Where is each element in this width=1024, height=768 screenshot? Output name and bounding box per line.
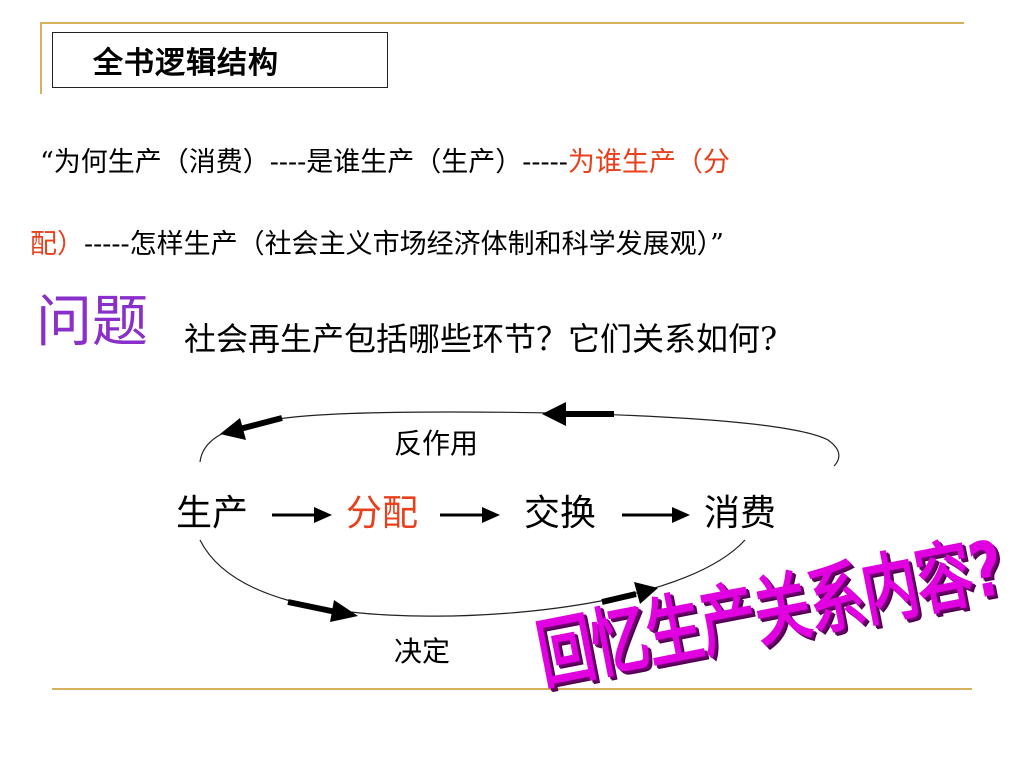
upper-label-feedback: 反作用 (394, 427, 479, 460)
quote-line-1-black: “为何生产（消费）----是谁生产（生产）----- (40, 147, 568, 178)
slide-title-text: 全书逻辑结构 (93, 46, 279, 81)
node-consumption: 消费 (704, 493, 777, 534)
quote-line-1-red: 为谁生产（分 (567, 147, 730, 178)
node-distribution: 分配 (346, 493, 419, 534)
lower-determining-curve (199, 539, 746, 617)
upper-feedback-curve (199, 411, 840, 467)
left-gold-rule (40, 22, 42, 94)
node-exchange: 交换 (524, 493, 597, 534)
slide-title: 全书逻辑结构 (52, 32, 388, 88)
lower-right-arrow (601, 582, 658, 605)
upper-left-arrow (220, 415, 283, 440)
question-label: 问题 (36, 290, 148, 355)
arrow-distribution-to-exchange (440, 507, 500, 523)
lower-left-arrow (287, 599, 358, 622)
quote-line-1: “为何生产（消费）----是谁生产（生产）-----为谁生产（分 (40, 140, 1024, 179)
top-gold-rule (40, 22, 964, 24)
quote-line-2-black: -----怎样生产（社会主义市场经济体制和科学发展观）” (84, 229, 724, 260)
question-text: 社会再生产包括哪些环节？它们关系如何? (184, 320, 778, 358)
quote-line-2: 配）-----怎样生产（社会主义市场经济体制和科学发展观）” (30, 222, 1024, 261)
lower-label-determine: 决定 (394, 635, 451, 668)
upper-middle-arrow (542, 402, 614, 426)
quote-line-2-red: 配） (30, 229, 84, 260)
arrow-production-to-distribution (272, 507, 332, 523)
node-production: 生产 (176, 493, 249, 534)
arrow-exchange-to-consumption (622, 507, 690, 523)
bottom-gold-rule (52, 688, 972, 690)
